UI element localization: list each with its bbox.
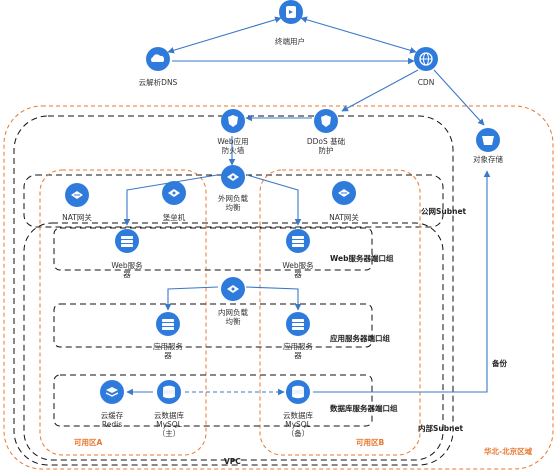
label-user: 终端用户: [275, 37, 305, 46]
edge-islb-app-a: [164, 286, 219, 311]
az-b-boundary: [259, 169, 421, 456]
edge-islb-app-b: [245, 286, 302, 311]
label-ddos: DDoS 基础防护: [306, 137, 346, 155]
region-label: 华北-北京区域: [484, 447, 533, 456]
edge-cdn-ddos: [341, 69, 419, 112]
app-server-icon: [286, 312, 310, 336]
label-dns: 云解析DNS: [138, 78, 178, 87]
label-app-b: 应用服务器: [283, 342, 313, 360]
backup-label: 备份: [492, 359, 507, 368]
edge-slb-web-b: [246, 174, 302, 226]
bastion-host-icon: [162, 181, 186, 205]
internal-slb-icon: [221, 277, 245, 301]
vpc-label: VPC: [224, 457, 241, 466]
waf-icon: [221, 109, 245, 133]
edge-user-dns: [167, 16, 282, 54]
web-server-icon: [286, 229, 310, 253]
database-icon: [286, 380, 310, 404]
ddos-icon: [314, 109, 338, 133]
region-boundary: [3, 105, 554, 470]
nat-gateway-icon: [65, 183, 89, 207]
edge-cdn-oss: [433, 69, 485, 126]
label-nat-a: NAT网关: [62, 213, 92, 222]
nat-gateway-icon: [332, 181, 356, 205]
app-group-boundary: [53, 303, 373, 348]
private-subnet-boundary: [23, 222, 444, 461]
az-a-boundary: [39, 169, 207, 456]
public-subnet-label: 公网Subnet: [421, 207, 467, 216]
edge-backup: [313, 170, 491, 393]
az-a-label: 可用区A: [74, 438, 103, 447]
web-group-boundary: [53, 227, 373, 271]
label-web-b: Web服务器: [282, 261, 314, 279]
public-slb-icon: [221, 165, 245, 189]
app-group-label: 应用服务器端口组: [330, 334, 390, 343]
label-app-a: 应用服务器: [153, 342, 183, 360]
label-oss: 对象存储: [473, 155, 503, 164]
cdn-icon: [414, 47, 438, 71]
user-icon: [279, 0, 303, 24]
db-group-boundary: [53, 374, 373, 427]
app-server-icon: [156, 312, 180, 336]
az-b-label: 可用区B: [356, 438, 385, 447]
db-group-label: 数据库服务器端口组: [330, 404, 398, 413]
database-icon: [157, 380, 181, 404]
edge-slb-web-a: [123, 174, 218, 226]
label-cdn: CDN: [417, 78, 435, 87]
label-nat-b: NAT网关: [329, 213, 359, 222]
label-web-a: Web服务器: [111, 261, 143, 279]
web-server-icon: [115, 229, 139, 253]
private-subnet-label: 内部Subnet: [418, 424, 464, 433]
label-bastion: 堡垒机: [162, 213, 186, 222]
label-slb-internal: 内网负载均衡: [218, 308, 248, 326]
edge-user-cdn: [300, 16, 417, 54]
label-slb-public: 外网负载均衡: [218, 194, 248, 212]
label-waf: Web应用防火墙: [217, 137, 249, 155]
oss-icon: [476, 128, 500, 152]
redis-icon: [100, 380, 124, 404]
dns-icon: [146, 47, 170, 71]
web-group-label: Web服务器端口组: [330, 254, 394, 263]
